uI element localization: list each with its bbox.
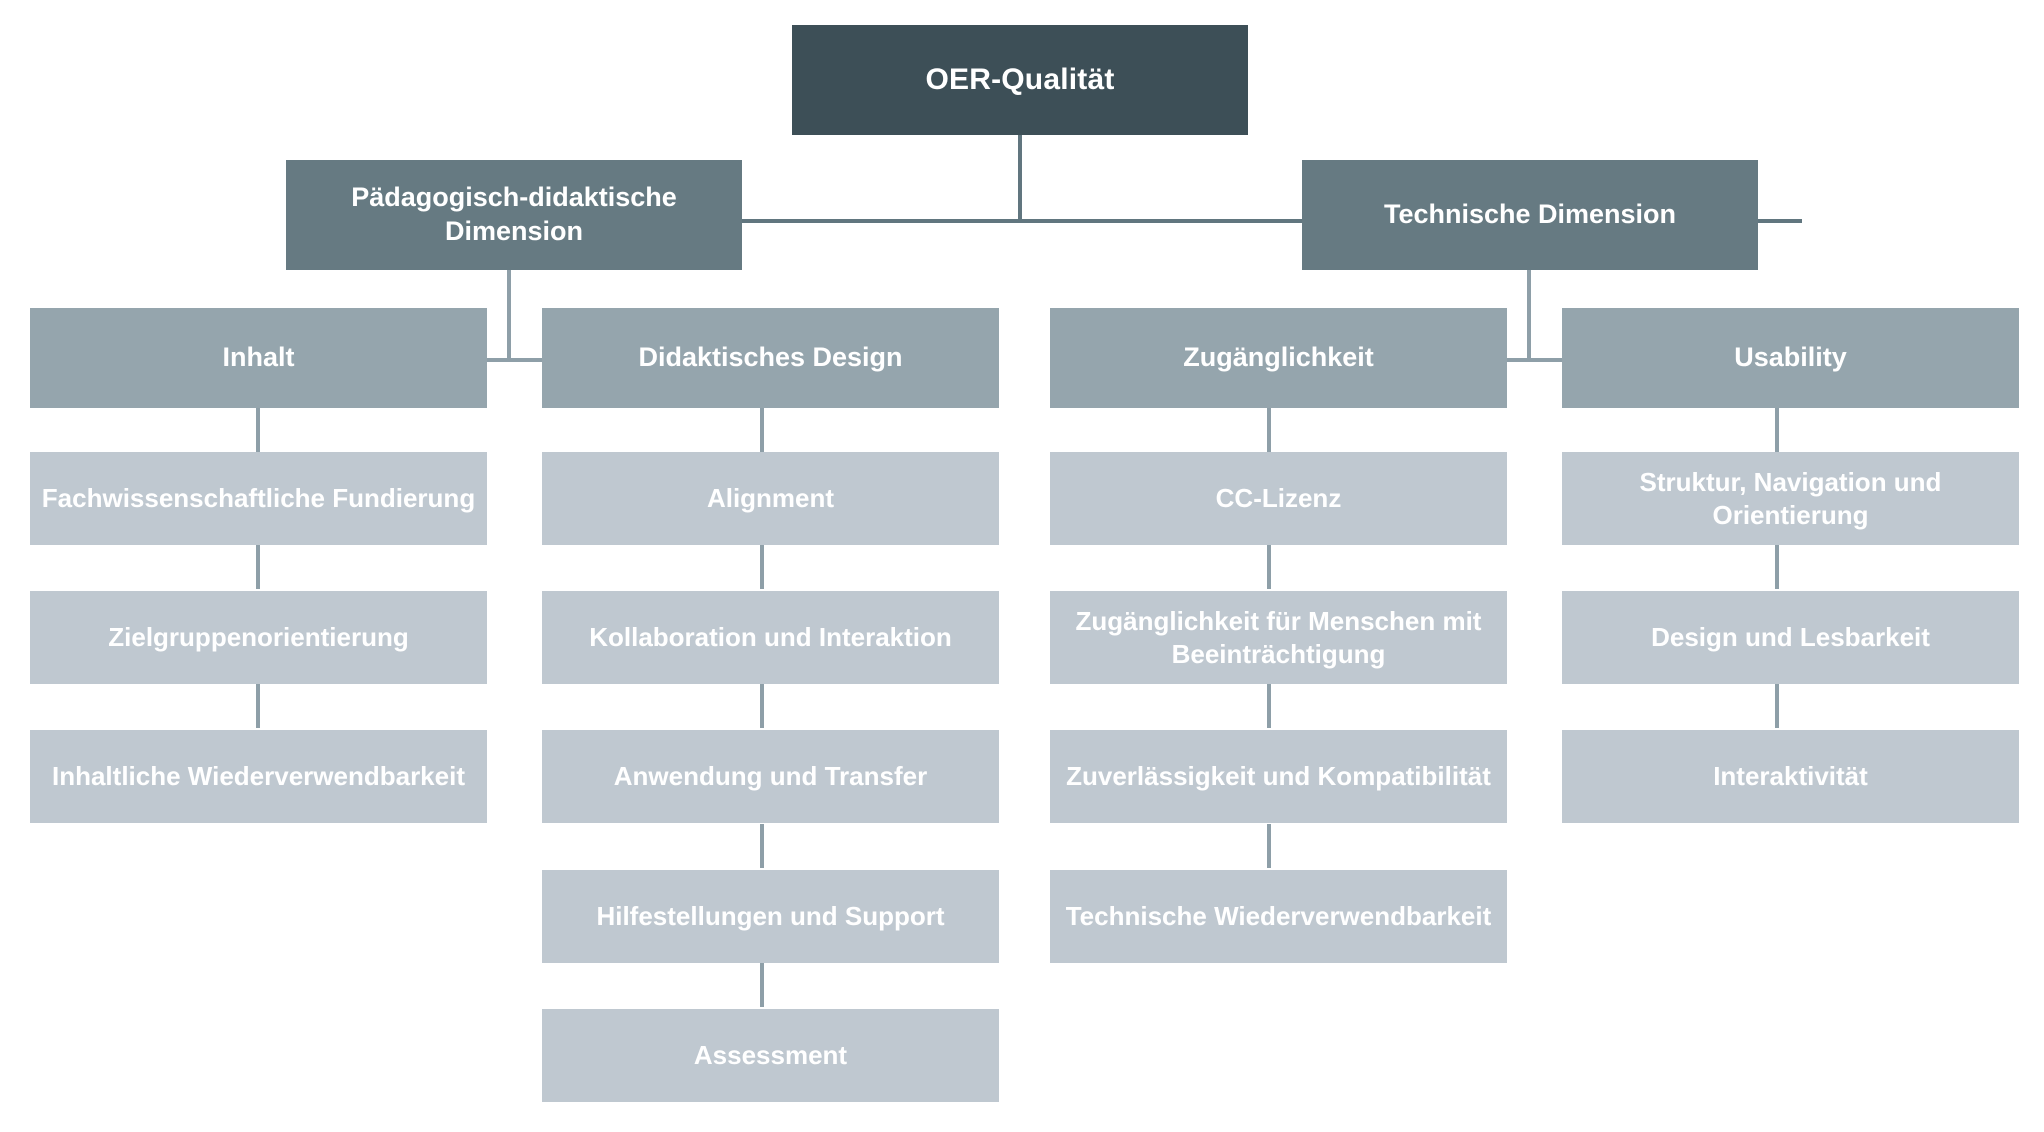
node-criterion-label: Hilfestellungen und Support — [596, 901, 945, 932]
node-criterion-label: CC-Lizenz — [1215, 483, 1342, 514]
connector-didaktik-stem-1 — [760, 406, 764, 452]
connector-didaktik-stem-4 — [760, 824, 764, 868]
node-criterion-label: Zugänglichkeit für Menschen mit Beeinträ… — [1075, 606, 1482, 669]
node-root-label: OER-Qualität — [925, 63, 1115, 97]
connector-root-vertical — [1018, 133, 1022, 221]
node-criterion-label: Alignment — [706, 483, 835, 514]
node-category-didaktisches-design[interactable]: Didaktisches Design — [542, 308, 999, 408]
node-criterion-kollaboration-und-interaktion[interactable]: Kollaboration und Interaktion — [542, 591, 999, 684]
node-dimension-label: Technische Dimension — [1383, 199, 1677, 230]
connector-didaktik-stem-5 — [760, 963, 764, 1007]
node-dimension-technische[interactable]: Technische Dimension — [1302, 160, 1758, 270]
node-criterion-label: Struktur, Navigation und Orientierung — [1639, 467, 1942, 530]
node-criterion-label: Anwendung und Transfer — [613, 761, 928, 792]
node-category-usability[interactable]: Usability — [1562, 308, 2019, 408]
node-category-label: Usability — [1734, 342, 1847, 373]
connector-inhalt-stem-2 — [256, 545, 260, 589]
node-criterion-zugaenglichkeit-fuer-menschen-mit-beeintraechtigung[interactable]: Zugänglichkeit für Menschen mit Beeinträ… — [1050, 591, 1507, 684]
node-criterion-label: Assessment — [693, 1040, 848, 1071]
node-criterion-interaktivitaet[interactable]: Interaktivität — [1562, 730, 2019, 823]
node-root-oer-qualitaet[interactable]: OER-Qualität — [792, 25, 1248, 135]
node-criterion-cc-lizenz[interactable]: CC-Lizenz — [1050, 452, 1507, 545]
node-criterion-label: Design und Lesbarkeit — [1651, 622, 1930, 653]
node-criterion-design-und-lesbarkeit[interactable]: Design und Lesbarkeit — [1562, 591, 2019, 684]
node-criterion-label: Inhaltliche Wiederverwendbarkeit — [51, 761, 465, 792]
connector-right-category-bus — [1507, 358, 1562, 362]
node-criterion-technische-wiederverwendbarkeit[interactable]: Technische Wiederverwendbarkeit — [1050, 870, 1507, 963]
connector-dimension-bus-horizontal — [742, 219, 1802, 223]
node-criterion-inhaltliche-wiederverwendbarkeit[interactable]: Inhaltliche Wiederverwendbarkeit — [30, 730, 487, 823]
connector-zugaenglichkeit-stem-2 — [1267, 545, 1271, 589]
node-criterion-label: Zuverlässigkeit und Kompatibilität — [1066, 761, 1491, 792]
node-category-label: Inhalt — [222, 342, 295, 373]
node-criterion-fachwissenschaftliche-fundierung[interactable]: Fachwissenschaftliche Fundierung — [30, 452, 487, 545]
connector-inhalt-stem-1 — [256, 406, 260, 452]
node-criterion-assessment[interactable]: Assessment — [542, 1009, 999, 1102]
node-category-zugaenglichkeit[interactable]: Zugänglichkeit — [1050, 308, 1507, 408]
connector-usability-stem-1 — [1775, 406, 1779, 452]
connector-right-dimension-vertical — [1527, 267, 1531, 361]
node-category-label: Didaktisches Design — [638, 342, 903, 373]
connector-zugaenglichkeit-stem-4 — [1267, 824, 1271, 868]
connector-left-dimension-vertical — [507, 267, 511, 361]
connector-didaktik-stem-2 — [760, 545, 764, 589]
connector-zugaenglichkeit-stem-3 — [1267, 684, 1271, 728]
node-category-inhalt[interactable]: Inhalt — [30, 308, 487, 408]
node-criterion-anwendung-und-transfer[interactable]: Anwendung und Transfer — [542, 730, 999, 823]
node-criterion-label: Technische Wiederverwendbarkeit — [1065, 901, 1492, 932]
node-criterion-struktur-navigation-und-orientierung[interactable]: Struktur, Navigation und Orientierung — [1562, 452, 2019, 545]
connector-usability-stem-3 — [1775, 684, 1779, 728]
node-criterion-label: Kollaboration und Interaktion — [589, 622, 952, 653]
node-dimension-paedagogisch-didaktisch[interactable]: Pädagogisch-didaktische Dimension — [286, 160, 742, 270]
node-dimension-label: Pädagogisch-didaktische Dimension — [351, 182, 677, 246]
node-criterion-label: Interaktivität — [1713, 761, 1868, 792]
connector-didaktik-stem-3 — [760, 684, 764, 728]
node-criterion-label: Zielgruppenorientierung — [108, 622, 409, 653]
connector-usability-stem-2 — [1775, 545, 1779, 589]
connector-zugaenglichkeit-stem-1 — [1267, 406, 1271, 452]
node-criterion-zielgruppenorientierung[interactable]: Zielgruppenorientierung — [30, 591, 487, 684]
node-criterion-label: Fachwissenschaftliche Fundierung — [41, 483, 476, 514]
node-criterion-zuverlaessigkeit-und-kompatibilitaet[interactable]: Zuverlässigkeit und Kompatibilität — [1050, 730, 1507, 823]
node-category-label: Zugänglichkeit — [1183, 342, 1374, 373]
node-criterion-alignment[interactable]: Alignment — [542, 452, 999, 545]
connector-left-category-bus — [487, 358, 542, 362]
connector-inhalt-stem-3 — [256, 684, 260, 728]
node-criterion-hilfestellungen-und-support[interactable]: Hilfestellungen und Support — [542, 870, 999, 963]
